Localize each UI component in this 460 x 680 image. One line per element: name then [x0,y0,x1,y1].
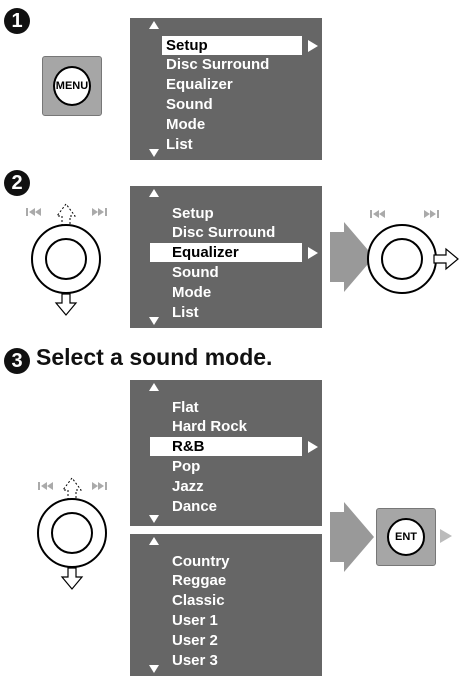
menu-item-mode[interactable]: Mode [166,116,206,133]
control-knob-step2-right[interactable] [362,204,460,314]
next-arrow-icon [330,222,374,292]
menu-item-equalizer[interactable]: Equalizer [150,243,302,262]
scroll-down-icon [149,515,159,523]
menu-item-list[interactable]: List [166,136,193,153]
menu-item-hard-rock[interactable]: Hard Rock [172,418,248,435]
scroll-up-icon [149,189,159,197]
menu-item-disc-surround[interactable]: Disc Surround [166,56,270,73]
menu-item-country[interactable]: Country [172,553,230,570]
menu-item-sound[interactable]: Sound [166,96,213,113]
scroll-down-icon [149,317,159,325]
menu-item-pop[interactable]: Pop [172,458,201,475]
menu-item-setup[interactable]: Setup [162,36,302,55]
menu-button-frame: MENU [42,56,102,116]
control-knob-step2[interactable] [20,200,120,340]
step-3-number: 3 [4,348,30,374]
scroll-up-icon [149,537,159,545]
menu-item-user-3[interactable]: User 3 [172,652,218,669]
menu-item-rnb[interactable]: R&B [150,437,302,456]
sound-mode-menu-page2: Country Reggae Classic User 1 User 2 Use… [130,534,322,676]
step-1-menu-panel: Setup Disc Surround Equalizer Sound Mode… [130,18,322,160]
menu-item-list[interactable]: List [172,304,199,321]
step-3-title: Select a sound mode. [36,344,273,370]
menu-item-disc-surround[interactable]: Disc Surround [172,224,276,241]
scroll-up-icon [149,383,159,391]
submenu-arrow-icon [308,40,318,52]
submenu-arrow-icon [308,441,318,453]
scroll-down-icon [149,149,159,157]
skip-back-icon [26,208,28,216]
next-arrow-icon [330,502,374,572]
control-knob-step3[interactable] [20,474,120,614]
step-2-menu-panel: Setup Disc Surround Equalizer Sound Mode… [130,186,322,328]
play-arrow-icon [440,529,452,543]
ent-button-frame: ENT [376,508,436,566]
menu-item-dance[interactable]: Dance [172,498,218,515]
menu-button[interactable]: MENU [53,66,91,106]
menu-item-sound[interactable]: Sound [172,264,219,281]
menu-item-jazz[interactable]: Jazz [172,478,204,495]
submenu-arrow-icon [308,247,318,259]
skip-forward-icon [92,208,98,216]
menu-item-reggae[interactable]: Reggae [172,572,227,589]
sound-mode-menu-page1: Flat Hard Rock R&B Pop Jazz Dance [130,380,322,526]
scroll-down-icon [149,665,159,673]
step-1-number: 1 [4,8,30,34]
step-2-number: 2 [4,170,30,196]
menu-item-setup[interactable]: Setup [172,205,214,222]
menu-item-classic[interactable]: Classic [172,592,225,609]
scroll-up-icon [149,21,159,29]
menu-item-equalizer[interactable]: Equalizer [166,76,233,93]
menu-item-mode[interactable]: Mode [172,284,212,301]
menu-item-user-1[interactable]: User 1 [172,612,218,629]
ent-button[interactable]: ENT [387,518,425,556]
menu-item-user-2[interactable]: User 2 [172,632,218,649]
menu-item-flat[interactable]: Flat [172,399,199,416]
